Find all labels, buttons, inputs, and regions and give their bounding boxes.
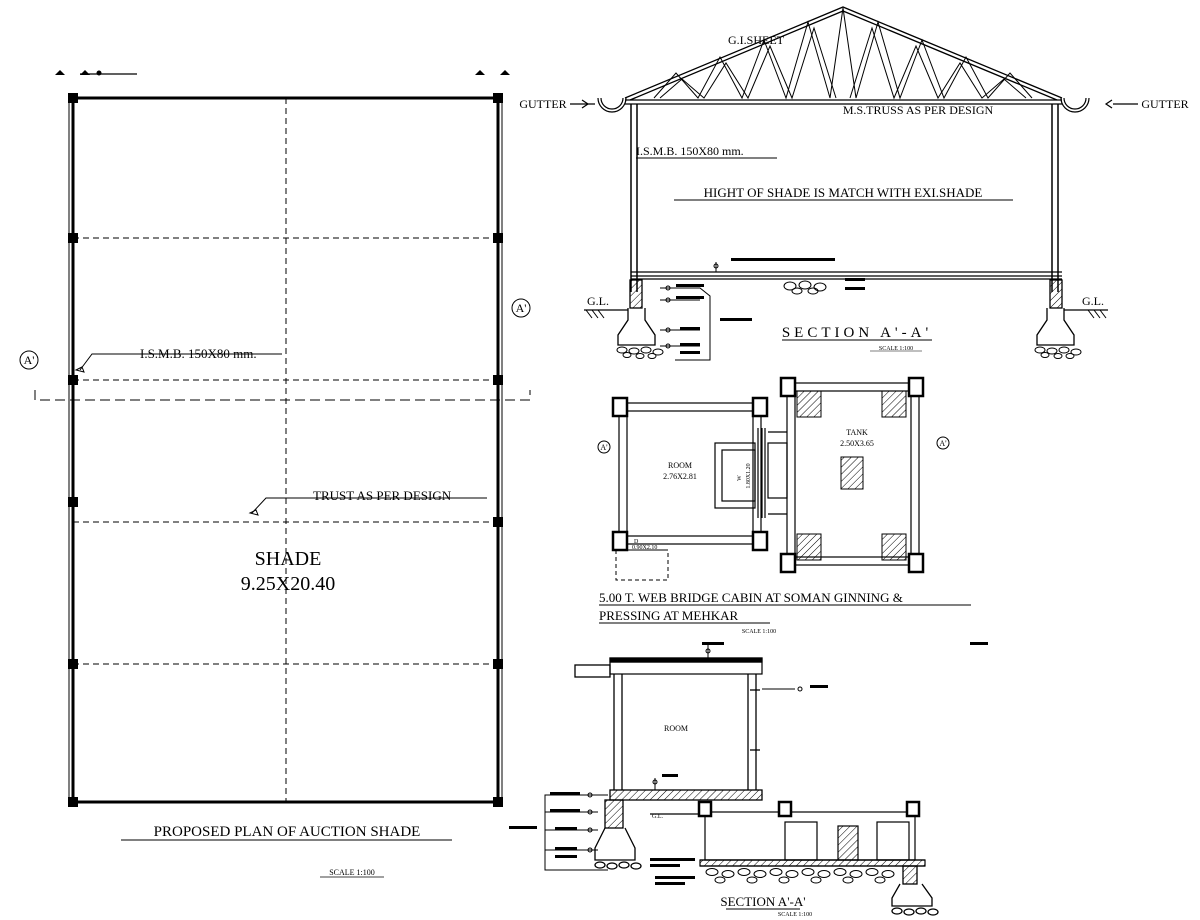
cabin-section-scale: SCALE 1:100 [778,912,812,918]
truss-leader [248,497,487,516]
platform-soling [705,868,895,884]
platform-columns [697,800,921,818]
height-note: HIGHT OF SHADE IS MATCH WITH EXI.SHADE [704,185,983,200]
footing-left [584,279,656,346]
truss-label: M.S.TRUSS AS PER DESIGN [843,103,994,117]
cabin-room-label: ROOM [668,461,692,470]
cabin-title-line2: PRESSING AT MEHKAR [599,608,739,623]
cabin-passage [714,428,788,518]
cabin-door-opening [627,535,668,551]
door-label: D [634,539,639,545]
cabin-section-title: SECTION A'-A' [720,894,805,909]
north-marker-right [475,70,510,75]
column-markers [68,93,503,807]
auction-shade-plan: A' A' I.S.M.B. 150X80 mm. TRUST AS PER D… [19,70,531,878]
section-marker-left: A' [19,350,39,370]
door-size: 0.90X2.10 [632,545,657,551]
tank-pedestals [796,390,907,561]
cabin-section-walls [574,664,763,801]
roof-truss [624,6,1063,105]
cabin-plan-scale: SCALE 1:100 [742,629,776,635]
cabin-room-size: 2.76X2.81 [663,472,697,481]
ismb-leader [74,353,282,373]
cabin-section-marker-right: A' [936,436,950,450]
window-label: W [737,475,743,481]
cabin-section-bars [509,642,988,885]
layer-callout-bars [676,278,865,354]
shade-size: 9.25X20.40 [241,573,335,595]
cabin-platform [650,811,926,867]
footing-right [1036,279,1108,346]
column-note: I.S.M.B. 150X80 mm. [636,144,744,158]
gutter-left-label: GUTTER [519,97,566,111]
gutter-right [1060,97,1138,113]
roof-sheet-label: G.I.SHEET [728,33,785,47]
plan-truss-note: TRUST AS PER DESIGN [313,488,452,503]
window-size: 1.80X1.20 [746,463,752,488]
section-cut-line [34,390,531,401]
cabin-roof-slab [609,657,763,675]
cabin-section-gl: G.L. [652,814,663,820]
gutter-left [570,97,627,113]
section-marker-left-label: A' [24,353,35,367]
room-columns [611,396,769,552]
platform-footing-right [891,865,939,916]
section-columns [630,104,1059,292]
shade-gl-left: G.L. [587,294,609,308]
plan-title: PROPOSED PLAN OF AUCTION SHADE [154,824,421,840]
cabin-footing [594,799,642,870]
cabin-section: ROOM [509,642,988,918]
rubble-soling [616,280,1082,359]
plan-scale: SCALE 1:100 [329,868,375,877]
truss-grid-lines [73,98,498,802]
plan-ismb-note: I.S.M.B. 150X80 mm. [140,346,257,361]
shade-gl-right: G.L. [1082,294,1104,308]
section-marker-right: A' [511,298,531,318]
shade-section-title: SECTION A'-A' [782,325,932,341]
shade-name: SHADE [255,548,322,570]
section-marker-right-label: A' [516,301,527,315]
gutter-right-label: GUTTER [1141,97,1188,111]
cabin-plan: ROOM 2.76X2.81 TANK 2.50X3.65 W 1.80X1.2… [597,376,971,635]
cabin-room-walls [618,402,762,545]
cabin-section-marker-left: A' [597,440,611,454]
cabin-section-marker-right-label: A' [939,439,947,448]
cabin-section-marker-left-label: A' [600,443,608,452]
shade-section-scale: SCALE 1:100 [879,346,913,352]
north-marker-left [55,70,137,76]
cabin-section-room-label: ROOM [664,724,688,733]
tank-size: 2.50X3.65 [840,439,874,448]
tank-columns [779,376,925,574]
tank-label: TANK [846,428,868,437]
cabin-section-callouts [544,645,803,871]
shade-section: G.I.SHEET M.S.TRUSS AS PER DESIGN GUTTER… [519,6,1189,361]
cabin-title-line1: 5.00 T. WEB BRIDGE CABIN AT SOMAN GINNIN… [599,590,903,605]
ground-hatch [585,309,1107,319]
cabin-door [615,550,669,581]
floor-beam [631,271,1062,280]
